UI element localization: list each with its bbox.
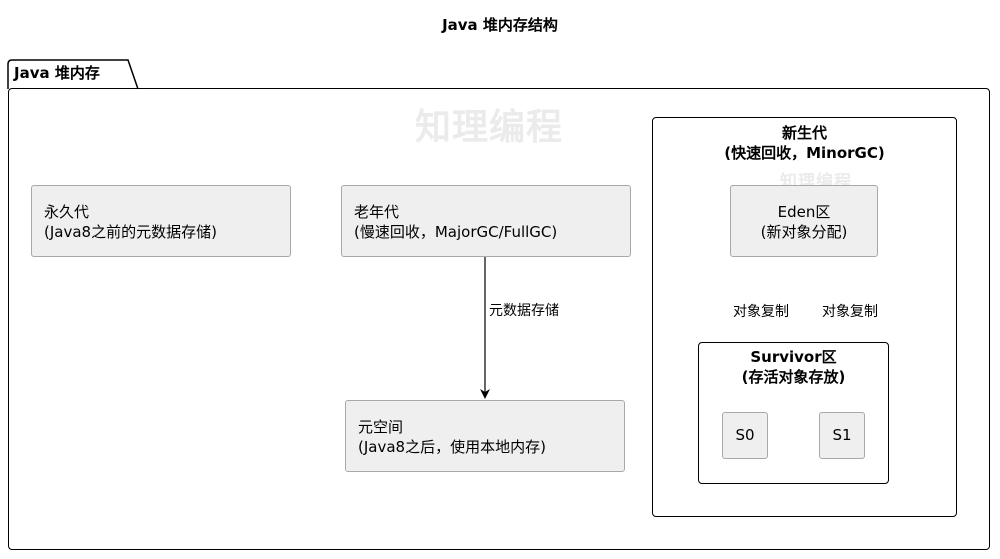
- node-permgen-line1: 永久代: [44, 203, 90, 221]
- survivor-title-line1: Survivor区: [750, 348, 837, 366]
- young-gen-title: 新生代 (快速回收，MinorGC): [652, 123, 957, 163]
- node-oldgen-line2: (慢速回收，MajorGC/FullGC): [354, 223, 558, 241]
- node-metaspace-line1: 元空间: [358, 418, 404, 436]
- package-label: Java 堆内存: [14, 64, 100, 82]
- node-eden-line1: Eden区: [777, 203, 831, 221]
- node-eden-line2: (新对象分配): [760, 223, 848, 241]
- node-oldgen-line1: 老年代: [354, 203, 400, 221]
- node-metaspace-line2: (Java8之后，使用本地内存): [358, 438, 546, 456]
- survivor-title-line2: (存活对象存放): [741, 368, 846, 386]
- young-gen-title-line2: (快速回收，MinorGC): [724, 144, 885, 162]
- package-tab-outline: [7, 59, 139, 90]
- edge-label-metadata: 元数据存储: [489, 300, 559, 320]
- node-s0[interactable]: S0: [722, 412, 768, 459]
- diagram-title: Java 堆内存结构: [442, 16, 558, 34]
- young-gen-frame: [652, 117, 957, 517]
- node-oldgen[interactable]: 老年代 (慢速回收，MajorGC/FullGC): [341, 185, 631, 257]
- edge-label-copy-s1: 对象复制: [822, 301, 878, 321]
- node-s1[interactable]: S1: [819, 412, 865, 459]
- survivor-title: Survivor区 (存活对象存放): [698, 347, 889, 387]
- node-metaspace[interactable]: 元空间 (Java8之后，使用本地内存): [345, 400, 625, 472]
- node-permgen-line2: (Java8之前的元数据存储): [44, 223, 217, 241]
- java-heap-package: [8, 88, 990, 550]
- node-permgen[interactable]: 永久代 (Java8之前的元数据存储): [31, 185, 291, 257]
- watermark-main: 知理编程: [415, 107, 564, 148]
- edge-label-copy-s0: 对象复制: [733, 301, 789, 321]
- young-gen-title-line1: 新生代: [781, 124, 827, 142]
- node-eden[interactable]: Eden区 (新对象分配): [730, 185, 878, 257]
- survivor-frame: [698, 342, 889, 484]
